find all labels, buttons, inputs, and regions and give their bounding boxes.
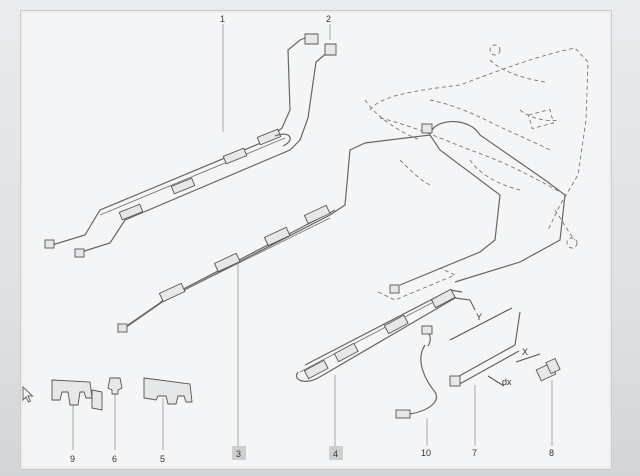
dimension-y-label: Y <box>476 312 482 322</box>
union-fitting-8: X <box>515 347 561 382</box>
pipe-clip <box>170 177 196 195</box>
vehicle-underbody-outline <box>364 44 589 249</box>
clip-5 <box>143 377 193 405</box>
pipe-clip <box>213 252 241 273</box>
pipe-clip <box>222 147 248 165</box>
mouse-pointer-icon <box>22 386 34 403</box>
pipe-clip <box>430 288 456 309</box>
connector-fitting <box>421 325 433 335</box>
parts-diagram-sheet <box>20 10 612 470</box>
connector-fitting <box>324 43 337 56</box>
callout-2: 2 <box>326 14 331 24</box>
dimension-x-label: X <box>522 347 528 357</box>
callout-3: 3 <box>236 449 241 459</box>
callout-7: 7 <box>472 448 477 458</box>
callout-8: 8 <box>549 448 554 458</box>
callout-4-box <box>329 446 343 460</box>
callout-3-box <box>232 446 246 460</box>
callout-5: 5 <box>160 454 165 464</box>
pipe-assembly-4 <box>296 267 476 382</box>
connector-fitting <box>74 248 85 258</box>
pipe-clip <box>333 342 359 363</box>
clip-6 <box>107 377 123 395</box>
pipe-clip <box>263 226 291 247</box>
dimension-dx-label: dx <box>502 377 512 387</box>
callout-10: 10 <box>421 448 431 458</box>
pipe-clip <box>303 204 331 225</box>
flexible-hose-10 <box>395 325 437 419</box>
pipe-clip <box>118 203 144 221</box>
dimension-y <box>449 307 513 341</box>
pipe-clip <box>158 282 186 303</box>
callout-6: 6 <box>112 454 117 464</box>
connector-fitting <box>389 284 400 294</box>
pipe-assembly-1-2 <box>44 33 337 258</box>
connector-fitting <box>395 409 411 419</box>
connector-fitting <box>449 375 461 387</box>
pipe-clip <box>303 359 329 380</box>
connector-fitting <box>421 123 433 134</box>
connector-fitting <box>304 33 319 45</box>
pipe-clip <box>256 128 282 146</box>
connector-fitting <box>117 323 128 333</box>
clip-9 <box>51 379 103 411</box>
callout-9: 9 <box>70 454 75 464</box>
pipe-section-7: Y dx <box>449 307 521 387</box>
pipe-clip <box>383 314 409 335</box>
callout-4: 4 <box>333 449 338 459</box>
pipe-assembly-3 <box>117 120 566 333</box>
callout-1: 1 <box>220 14 225 24</box>
connector-fitting <box>44 239 55 249</box>
